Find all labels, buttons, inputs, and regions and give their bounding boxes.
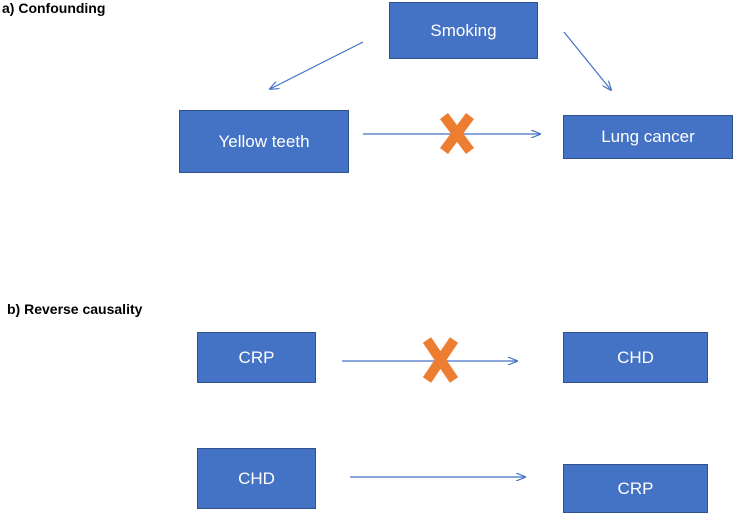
node-yellow-teeth: Yellow teeth <box>179 110 349 173</box>
arrow-smoking-to-lung-cancer <box>563 31 611 90</box>
cross-mark-crp-chd <box>422 337 459 383</box>
node-lung-cancer: Lung cancer <box>563 115 733 159</box>
cross-mark-yellow-teeth-lung-cancer <box>439 113 475 154</box>
section-title-reverse-causality: b) Reverse causality <box>7 301 143 317</box>
node-chd-cause: CHD <box>197 448 316 509</box>
arrow-smoking-to-yellow-teeth <box>270 41 364 89</box>
section-title-confounding: a) Confounding <box>2 0 106 16</box>
node-smoking: Smoking <box>389 2 538 59</box>
node-crp-effect: CRP <box>563 464 708 513</box>
node-chd-effect: CHD <box>563 332 708 383</box>
node-crp-cause: CRP <box>197 332 316 383</box>
